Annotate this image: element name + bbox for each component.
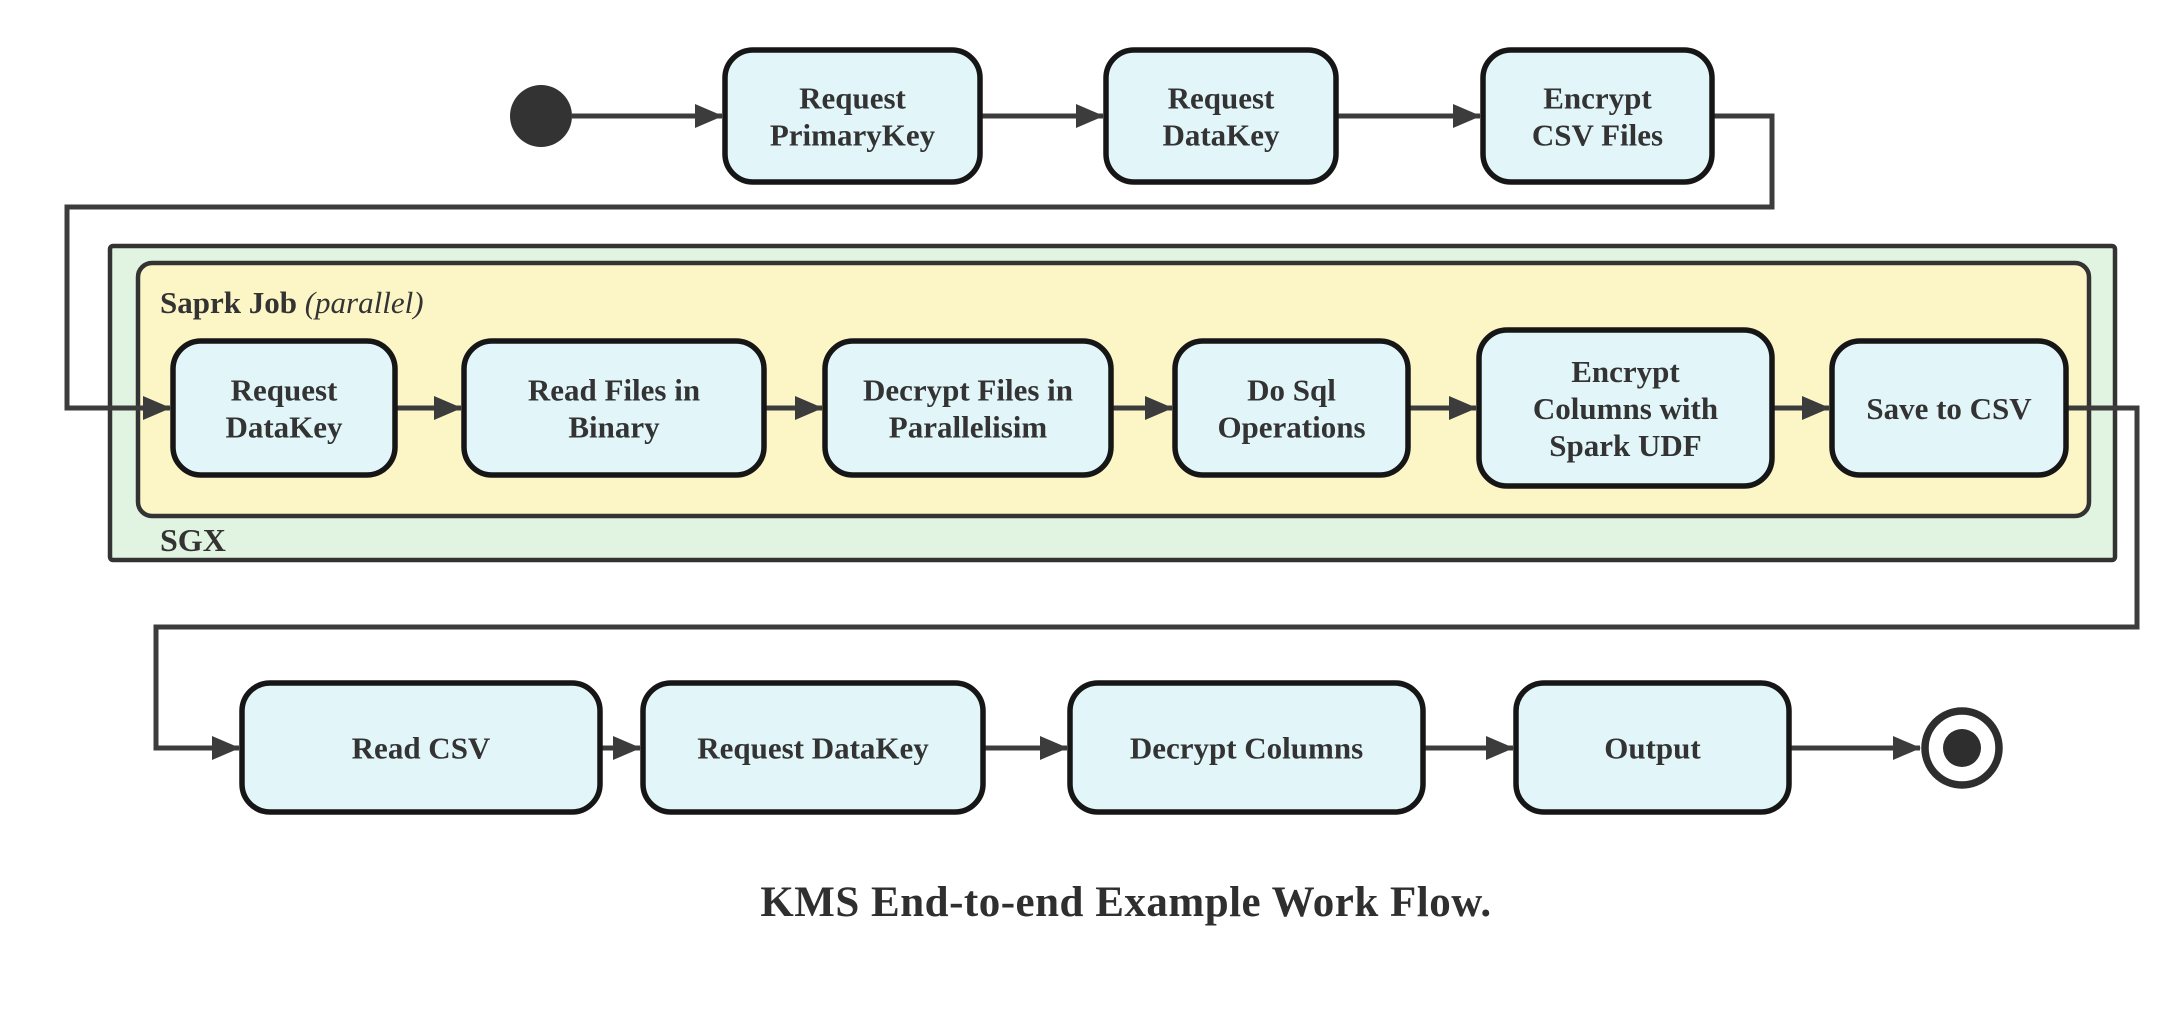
node-request-primarykey-label: PrimaryKey — [770, 118, 936, 153]
node-read-files-in-binary-label: Binary — [568, 410, 660, 445]
node-save-to-csv-label: Save to CSV — [1866, 391, 2032, 426]
node-request-datakey-spark-label: Request — [231, 373, 338, 408]
container-spark-job-label: Saprk Job (parallel) — [160, 285, 424, 320]
node-output-label: Output — [1604, 731, 1701, 766]
node-encrypt-csv-files-label: CSV Files — [1532, 118, 1663, 153]
node-encrypt-columns-with-spark-udf-label: Columns with — [1533, 391, 1718, 426]
node-decrypt-files-in-parallelisim-label: Decrypt Files in — [863, 373, 1073, 408]
node-read-files-in-binary-label: Read Files in — [528, 373, 700, 408]
edge-encrypt-csv-files-to-spark-request-datakey — [64, 113, 1775, 420]
node-do-sql-operations-box — [1172, 338, 1411, 478]
node-request-datakey-spark-box — [170, 338, 398, 478]
node-encrypt-csv-files-label: Encrypt — [1543, 81, 1652, 116]
node-read-csv-box — [239, 680, 603, 815]
node-save-to-csv: Save to CSV — [1829, 338, 2069, 478]
node-request-datakey-bottom: Request DataKey — [640, 680, 986, 815]
node-request-primarykey-label: Request — [799, 81, 906, 116]
node-request-datakey-top-box — [1103, 47, 1339, 185]
node-encrypt-columns-with-spark-udf-label: Encrypt — [1571, 354, 1680, 389]
node-save-to-csv-box — [1829, 338, 2069, 478]
node-encrypt-csv-files-box — [1480, 47, 1715, 185]
node-decrypt-columns-label: Decrypt Columns — [1130, 731, 1363, 766]
node-request-primarykey-box — [722, 47, 983, 185]
node-do-sql-operations-label: Operations — [1217, 410, 1365, 445]
node-decrypt-files-in-parallelisim-box — [822, 338, 1114, 478]
node-read-csv: Read CSV — [239, 680, 603, 815]
node-encrypt-columns-with-spark-udf-label: Spark UDF — [1549, 428, 1701, 463]
node-request-datakey-bottom-box — [640, 680, 986, 815]
diagram-caption: KMS End-to-end Example Work Flow. — [760, 879, 1492, 926]
node-decrypt-columns-box — [1067, 680, 1426, 815]
node-do-sql-operations-label: Do Sql — [1247, 373, 1336, 408]
node-request-datakey-top-label: DataKey — [1162, 118, 1280, 153]
node-request-datakey-bottom-label: Request DataKey — [697, 731, 929, 766]
container-sgx-label: SGX — [160, 522, 226, 558]
node-output: Output — [1513, 680, 1792, 815]
node-encrypt-columns-with-spark-udf-box — [1476, 327, 1775, 489]
end-state-icon — [1921, 707, 2003, 789]
node-output-box — [1513, 680, 1792, 815]
end-state-inner-dot — [1943, 729, 1981, 767]
node-read-csv-label: Read CSV — [352, 731, 491, 766]
node-read-files-in-binary-box — [461, 338, 767, 478]
edge-save-to-csv-to-read-csv — [153, 405, 2140, 760]
node-request-datakey-spark-label: DataKey — [225, 410, 343, 445]
start-state-icon — [510, 85, 572, 147]
node-request-datakey-top-label: Request — [1168, 81, 1275, 116]
node-decrypt-columns: Decrypt Columns — [1067, 680, 1426, 815]
node-decrypt-files-in-parallelisim-label: Parallelisim — [889, 410, 1048, 445]
